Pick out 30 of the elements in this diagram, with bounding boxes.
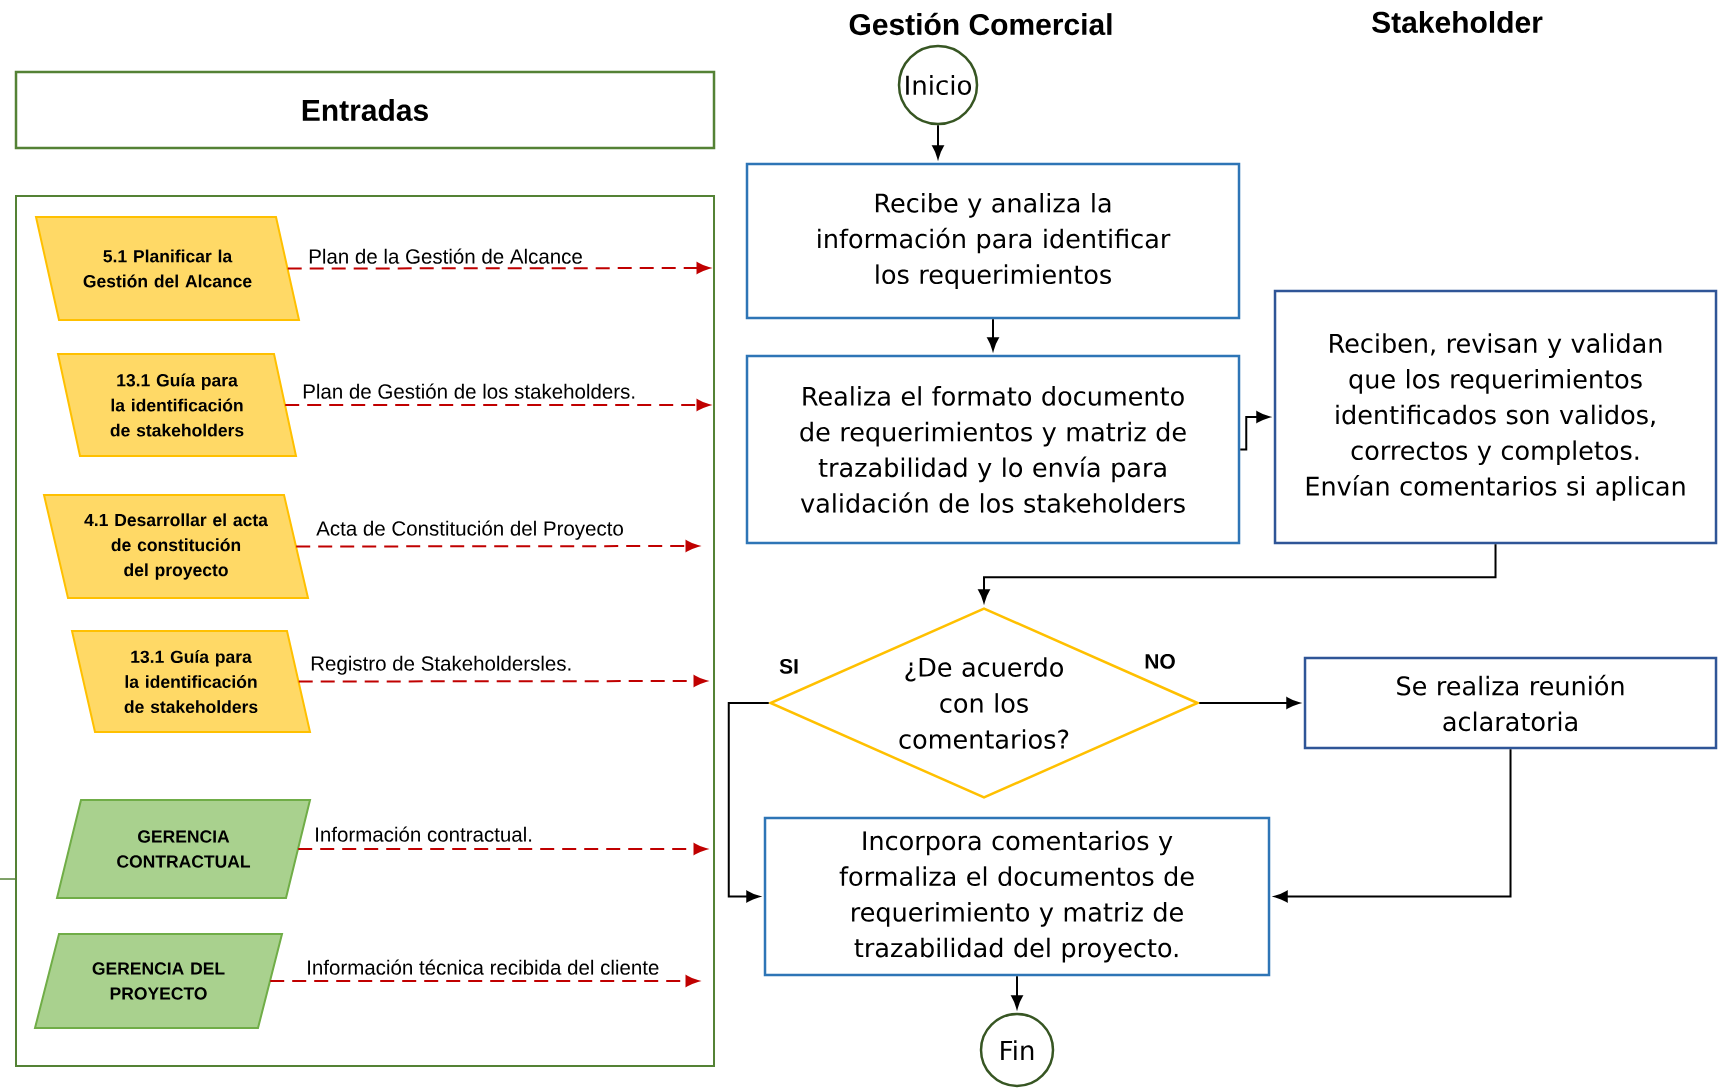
process-box: Se realiza reunión aclaratoria: [1303, 656, 1718, 750]
process-box: Reciben, revisan y validan que los requerimientos identificados son validos, correctos y completos. Envían comentarios si aplican: [1273, 289, 1718, 545]
arrow: [297, 843, 707, 855]
arrow: [727, 702, 770, 903]
arrow: [297, 675, 707, 687]
edge-label: NO: [1143, 652, 1177, 670]
edge-label: Registro de Stakeholdersles.: [309, 654, 574, 676]
column-heading: Stakeholder: [1372, 11, 1543, 34]
arrow: [295, 540, 699, 552]
process-box: Incorpora comentarios y formaliza el documentos de requerimiento y matriz de trazabilidad del proyecto.: [763, 816, 1271, 977]
arrow: [932, 124, 944, 159]
arrow: [1239, 411, 1270, 451]
header-box: Entradas: [14, 70, 716, 150]
arrow: [286, 262, 710, 274]
process-box: Realiza el formato documento de requerimientos y matriz de trazabilidad y lo envía para validación de los stakeholders: [745, 354, 1241, 545]
edge-label: Plan de Gestión de los stakeholders.: [301, 382, 638, 400]
edge-label: Acta de Constitución del Proyecto: [315, 519, 625, 541]
edge-label: SI: [778, 657, 800, 675]
arrow: [284, 399, 710, 411]
arrow: [1011, 975, 1023, 1009]
arrow: [987, 318, 999, 351]
edge-label: Información técnica recibida del cliente: [305, 958, 661, 976]
arrow: [1274, 748, 1512, 903]
arrow: [269, 975, 699, 987]
input-panel: [15, 195, 715, 1067]
arrow: [978, 543, 1497, 603]
edge-label: Plan de la Gestión de Alcance: [307, 247, 584, 265]
arrow: [1198, 697, 1300, 709]
edge-label: Información contractual.: [313, 825, 534, 843]
process-box: Recibe y analiza la información para identificar los requerimientos: [745, 162, 1241, 320]
